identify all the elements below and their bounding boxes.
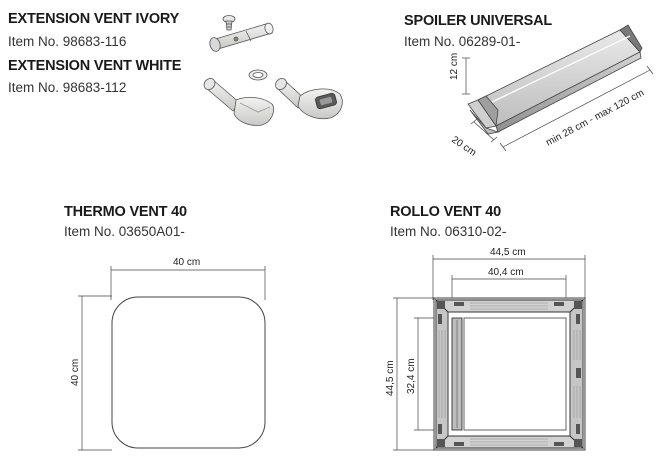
vent-knob-left-part	[203, 77, 274, 126]
spoiler-universal-title: SPOILER UNIVERSAL	[404, 13, 553, 29]
extension-vent-white-title: EXTENSION VENT WHITE	[8, 58, 182, 74]
rollo-inner-width-label: 40,4 cm	[488, 267, 524, 278]
thermo-vent-illustration: 40 cm 40 cm	[70, 257, 266, 451]
spoiler-illustration: 12 cm 20 cm min 28 cm - max 120 cm	[449, 24, 654, 159]
rollo-vent-frame	[433, 297, 586, 451]
washer-part	[248, 69, 268, 81]
screw-part	[222, 15, 236, 31]
rollo-outer-width-label: 44,5 cm	[490, 247, 526, 258]
rollo-frame-ribs	[438, 302, 581, 446]
rollo-inner-height-label: 32,4 cm	[406, 358, 417, 394]
rollo-vent-illustration: 44,5 cm 40,4 cm 44,5 cm 32,4 cm	[385, 247, 586, 451]
spoiler-universal-item-number: Item No. 06289-01-	[404, 34, 521, 49]
rollo-corner-clips	[437, 301, 582, 447]
extension-vent-ivory-title: EXTENSION VENT IVORY	[8, 11, 180, 27]
vent-knob-right-part	[275, 77, 343, 120]
thermo-vent-item-number: Item No. 03650A01-	[64, 224, 185, 239]
rollo-vent-title: ROLLO VENT 40	[390, 204, 501, 220]
thermo-vent-title: THERMO VENT 40	[64, 204, 187, 220]
extension-vent-ivory-item-number: Item No. 98683-116	[8, 34, 127, 49]
extension-tube-part	[209, 22, 274, 52]
rollo-vent-item-number: Item No. 06310-02-	[390, 224, 507, 239]
thermo-vent-square	[111, 296, 266, 449]
extension-vent-white-item-number: Item No. 98683-112	[8, 80, 127, 95]
rollo-outer-height-label: 44,5 cm	[385, 360, 396, 396]
spoiler-depth-label: 20 cm	[449, 134, 478, 158]
spoiler-height-label: 12 cm	[449, 53, 460, 80]
thermo-height-label: 40 cm	[70, 359, 81, 386]
extension-vent-parts-illustration	[203, 15, 343, 126]
thermo-width-label: 40 cm	[173, 257, 200, 268]
